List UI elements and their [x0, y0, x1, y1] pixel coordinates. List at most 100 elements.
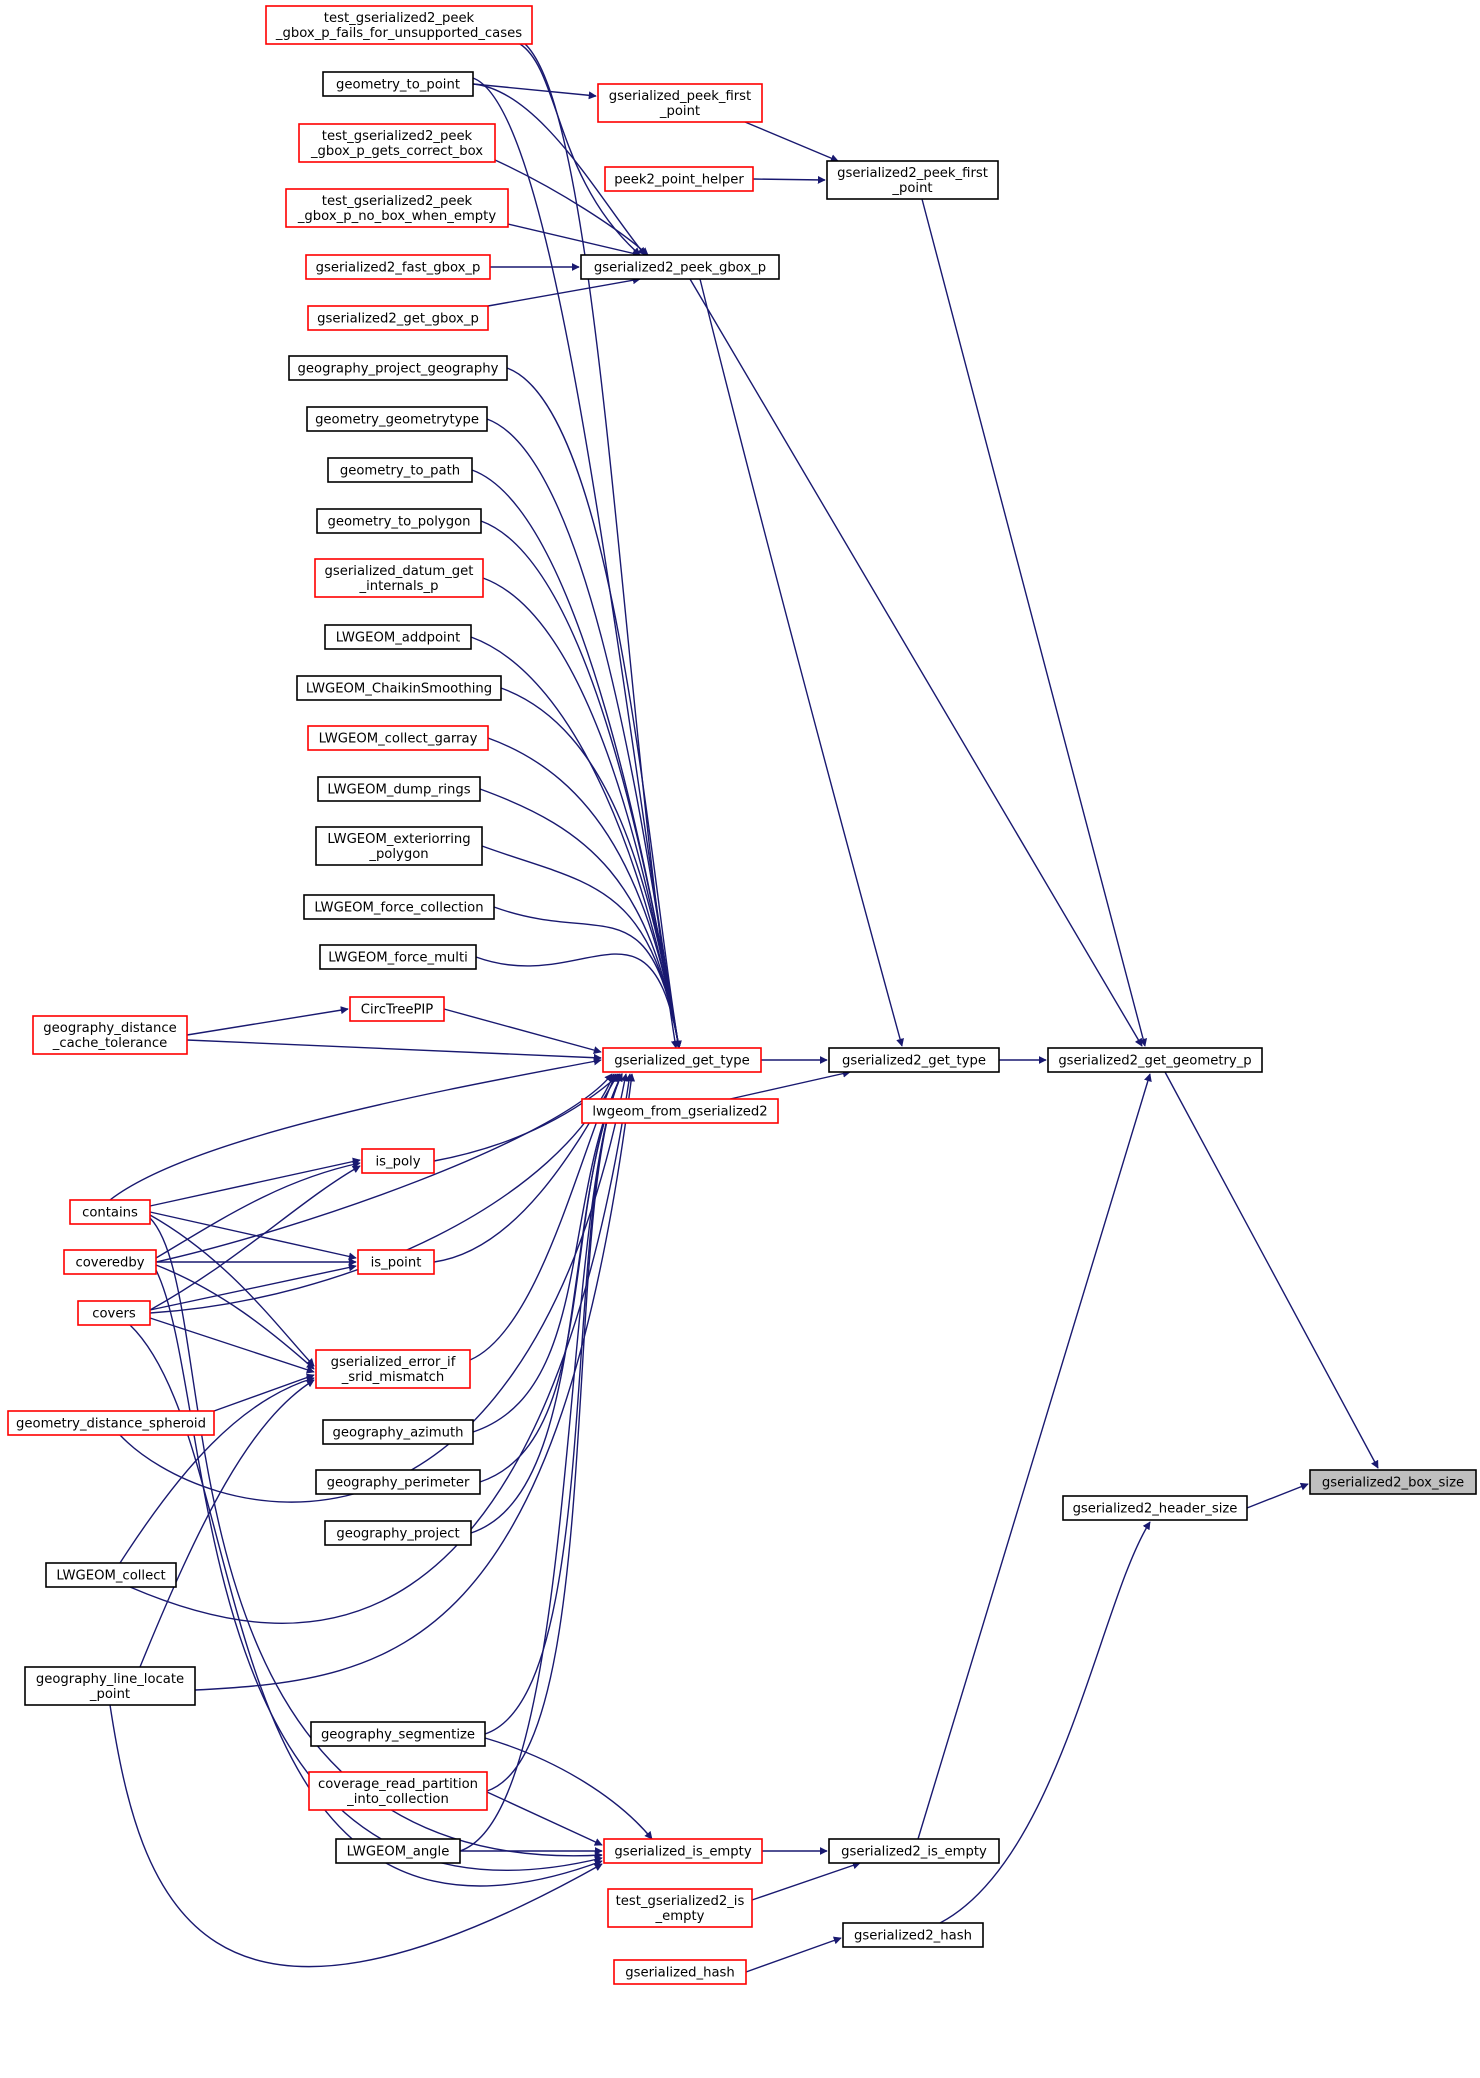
node-gserialized-hash[interactable]: gserialized_hash — [613, 1959, 747, 1985]
node-box — [828, 1838, 1000, 1864]
node-label: geography_project — [336, 1527, 459, 1542]
node-geometry-to-path[interactable]: geometry_to_path — [327, 457, 473, 483]
node-gserialized2-hash[interactable]: gserialized2_hash — [842, 1922, 984, 1948]
node-coveredby[interactable]: coveredby — [63, 1249, 157, 1275]
node-is-poly[interactable]: is_poly — [361, 1148, 435, 1174]
node-gserialized2-box-size[interactable]: gserialized2_box_size — [1309, 1469, 1477, 1495]
edge-peek_first-peek2_first — [744, 121, 839, 162]
node-label: geometry_to_polygon — [327, 515, 470, 530]
node-box — [298, 123, 496, 163]
node-label: gserialized2_hash — [854, 1929, 972, 1944]
node-lwgeom-dump-rings[interactable]: LWGEOM_dump_rings — [317, 776, 481, 802]
edge-geometry_to_point-peek_first — [472, 83, 597, 100]
edge-peek_gbox-get_type2 — [699, 278, 904, 1047]
node-label: geography_perimeter — [327, 1476, 470, 1491]
node-coverage-read-partition-into-collection[interactable]: coverage_read_partition_into_collection — [308, 1771, 488, 1811]
node-is-point[interactable]: is_point — [357, 1249, 435, 1275]
node-label: gserialized2_peek_gbox_p — [594, 261, 766, 276]
edge-get_gbox-peek_gbox — [487, 276, 641, 307]
node-geography-segmentize[interactable]: geography_segmentize — [310, 1721, 486, 1747]
node-geometry-to-point[interactable]: geometry_to_point — [322, 71, 474, 97]
node-label: geography_azimuth — [333, 1426, 464, 1441]
node-gserialized2-header-size[interactable]: gserialized2_header_size — [1062, 1495, 1248, 1521]
edge-spheroid-srid — [213, 1373, 315, 1412]
node-geometry-distance-spheroid[interactable]: geometry_distance_spheroid — [7, 1410, 215, 1436]
node-geography-azimuth[interactable]: geography_azimuth — [322, 1419, 474, 1445]
node-lwgeom-collect[interactable]: LWGEOM_collect — [45, 1562, 177, 1588]
node-box — [1309, 1469, 1477, 1495]
node-label: gserialized2_get_type — [842, 1054, 986, 1069]
node-gserialized2-peek-first-point[interactable]: gserialized2_peek_first_point — [826, 160, 999, 200]
edge-segmentize-is_empty — [484, 1737, 653, 1840]
node-label: geography_line_locate — [36, 1672, 184, 1687]
edge-coveredby-srid — [155, 1264, 315, 1370]
node-label: test_gserialized2_peek — [324, 11, 475, 26]
node-test-gserialized2-peek-gbox-p-no-box-when-empty[interactable]: test_gserialized2_peek_gbox_p_no_box_whe… — [285, 188, 509, 228]
node-gserialized2-get-type[interactable]: gserialized2_get_type — [828, 1047, 1000, 1073]
node-box — [77, 1300, 151, 1326]
node-peek2-point-helper[interactable]: peek2_point_helper — [604, 166, 754, 192]
node-geography-project-geography[interactable]: geography_project_geography — [288, 355, 508, 381]
edge-is_empty2-get_geometry — [917, 1073, 1152, 1840]
edge-coverage_read_partition_into_collection-get_type — [486, 1073, 623, 1792]
node-box — [607, 1888, 753, 1928]
node-gserialized-error-if-srid-mismatch[interactable]: gserialized_error_if_srid_mismatch — [315, 1349, 471, 1389]
node-test-gserialized2-peek-gbox-p-gets-correct-box[interactable]: test_gserialized2_peek_gbox_p_gets_corre… — [298, 123, 496, 163]
node-lwgeom-collect-garray[interactable]: LWGEOM_collect_garray — [307, 725, 489, 751]
edge-covers-is_empty — [129, 1324, 603, 1887]
node-box — [303, 894, 495, 920]
node-geometry-geometrytype[interactable]: geometry_geometrytype — [306, 406, 488, 432]
node-label: LWGEOM_angle — [347, 1845, 450, 1860]
node-box — [322, 71, 474, 97]
node-gserialized2-get-gbox-p[interactable]: gserialized2_get_gbox_p — [307, 305, 489, 331]
node-gserialized-datum-get-internals-p[interactable]: gserialized_datum_get_internals_p — [314, 558, 484, 598]
node-lwgeom-addpoint[interactable]: LWGEOM_addpoint — [324, 624, 472, 650]
node-label: gserialized2_peek_first — [837, 166, 988, 181]
node-geometry-to-polygon[interactable]: geometry_to_polygon — [316, 508, 482, 534]
node-label: _point — [659, 104, 700, 119]
node-box — [357, 1249, 435, 1275]
edge-geometry_geometrytype-get_type — [486, 418, 682, 1049]
node-box — [828, 1047, 1000, 1073]
edge-contains-is_empty — [149, 1217, 603, 1860]
edge-geography_project_geography-get_type — [506, 367, 682, 1049]
node-gserialized2-is-empty[interactable]: gserialized2_is_empty — [828, 1838, 1000, 1864]
node-geography-distance-cache-tolerance[interactable]: geography_distance_cache_tolerance — [32, 1015, 188, 1055]
node-lwgeom-from-gserialized2[interactable]: lwgeom_from_gserialized2 — [581, 1098, 779, 1124]
node-gserialized-is-empty[interactable]: gserialized_is_empty — [603, 1838, 763, 1864]
node-box — [319, 944, 477, 970]
node-geography-line-locate-point[interactable]: geography_line_locate_point — [24, 1666, 196, 1706]
node-contains[interactable]: contains — [69, 1199, 151, 1225]
node-lwgeom-force-multi[interactable]: LWGEOM_force_multi — [319, 944, 477, 970]
node-gserialized-peek-first-point[interactable]: gserialized_peek_first_point — [597, 83, 763, 123]
node-label: gserialized2_fast_gbox_p — [316, 261, 481, 276]
node-gserialized2-get-geometry-p[interactable]: gserialized2_get_geometry_p — [1047, 1047, 1263, 1073]
node-label: gserialized2_box_size — [1322, 1476, 1464, 1491]
node-lwgeom-force-collection[interactable]: LWGEOM_force_collection — [303, 894, 495, 920]
node-box — [1062, 1495, 1248, 1521]
edge-peek2_first-get_geometry — [921, 198, 1148, 1047]
node-geography-project[interactable]: geography_project — [324, 1520, 472, 1546]
node-box — [32, 1015, 188, 1055]
node-test-gserialized2-peek-gbox-p-fails-for-unsupported-cases[interactable]: test_gserialized2_peek_gbox_p_fails_for_… — [265, 5, 533, 45]
call-nodes: test_gserialized2_peek_gbox_p_fails_for_… — [7, 5, 1477, 1985]
node-covers[interactable]: covers — [77, 1300, 151, 1326]
edge-cache_tol-get_type — [186, 1039, 602, 1062]
node-label: _gbox_p_fails_for_unsupported_cases — [275, 26, 522, 41]
node-label: gserialized_peek_first — [609, 89, 751, 104]
node-gserialized2-fast-gbox-p[interactable]: gserialized2_fast_gbox_p — [305, 254, 491, 280]
node-box — [327, 457, 473, 483]
node-gserialized2-peek-gbox-p[interactable]: gserialized2_peek_gbox_p — [580, 254, 780, 280]
node-lwgeom-chaikinsmoothing[interactable]: LWGEOM_ChaikinSmoothing — [296, 675, 502, 701]
node-geography-perimeter[interactable]: geography_perimeter — [315, 1469, 481, 1495]
node-box — [324, 1520, 472, 1546]
node-lwgeom-exteriorring-polygon[interactable]: LWGEOM_exteriorring_polygon — [315, 826, 483, 866]
edge-LWGEOM_exteriorring_polygon-get_type — [481, 845, 682, 1049]
node-gserialized-get-type[interactable]: gserialized_get_type — [602, 1047, 762, 1073]
edge-contains-is_poly — [149, 1157, 361, 1207]
node-label: _point — [891, 181, 932, 196]
node-circtreepip[interactable]: CircTreePIP — [349, 996, 445, 1022]
edge-LWGEOM_force_multi-get_type — [475, 953, 682, 1049]
node-lwgeom-angle[interactable]: LWGEOM_angle — [335, 1838, 461, 1864]
node-test-gserialized2-is-empty[interactable]: test_gserialized2_is_empty — [607, 1888, 753, 1928]
